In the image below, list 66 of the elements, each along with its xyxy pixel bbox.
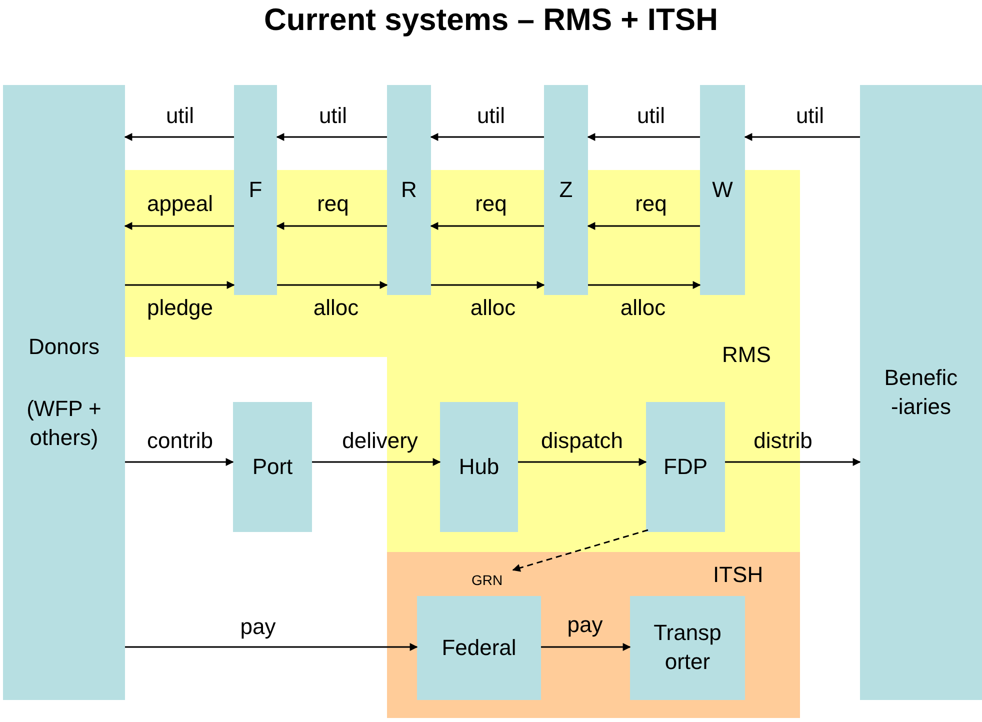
edge-label: alloc: [620, 295, 666, 321]
edge-label: distrib: [754, 428, 812, 454]
location-box: [3, 85, 125, 700]
edge-label: util: [318, 103, 348, 129]
node-label: Benefic -iaries: [883, 364, 959, 420]
node-label: Port: [252, 452, 293, 481]
arrow: [588, 281, 701, 289]
location-box: [234, 85, 277, 295]
edge-label: contrib: [146, 428, 214, 454]
location-box: [233, 402, 312, 532]
arrow: [125, 458, 234, 466]
node-label: Z: [559, 176, 573, 204]
arrow: [430, 133, 544, 141]
location-box: [417, 596, 541, 700]
node-label: Transp orter: [652, 619, 722, 676]
edge-label: util: [476, 103, 506, 129]
node-label: F: [248, 176, 262, 204]
node-label: Federal: [442, 634, 516, 662]
region-label: RMS: [722, 342, 771, 368]
edge-label: req: [475, 191, 507, 217]
node-label: GRN: [471, 572, 503, 588]
arrow: [725, 458, 861, 466]
node-label: R: [401, 176, 417, 204]
edge-label: pledge: [146, 295, 214, 321]
node-label: Donors: [28, 332, 100, 361]
edge-label: alloc: [470, 295, 516, 321]
location-box: [440, 402, 518, 532]
arrow: [541, 643, 631, 651]
arrow: [276, 133, 387, 141]
arrow: [431, 281, 545, 289]
arrow: [430, 222, 544, 230]
arrow: [276, 222, 387, 230]
arrow: [124, 133, 234, 141]
arrow: [277, 281, 388, 289]
arrow: [512, 529, 648, 572]
edge-label: util: [636, 103, 666, 129]
edge-label: pay: [567, 612, 603, 638]
location-box: [387, 85, 431, 295]
edge-label: appeal: [146, 191, 214, 217]
arrow: [125, 643, 418, 651]
arrow: [124, 222, 234, 230]
location-box: [646, 402, 725, 532]
arrow: [587, 133, 700, 141]
edge-label: req: [635, 191, 667, 217]
edge-label: dispatch: [541, 428, 623, 454]
edge-label: pay: [240, 614, 276, 640]
edge-label: req: [317, 191, 349, 217]
node-label: W: [712, 176, 733, 204]
edge-label: util: [796, 103, 824, 129]
arrow: [312, 458, 441, 466]
edge-label: delivery: [342, 428, 418, 454]
location-box: [630, 596, 745, 700]
location-box: [544, 85, 588, 295]
node-label: (WFP + others): [26, 395, 102, 452]
arrow: [125, 281, 235, 289]
arrow: [518, 458, 647, 466]
arrow: [587, 222, 700, 230]
title: Current systems – RMS + ITSH: [263, 2, 719, 38]
location-box: [860, 85, 982, 700]
node-label: Hub: [458, 452, 500, 481]
arrow: [744, 133, 860, 141]
edge-label: alloc: [313, 295, 359, 321]
location-box: [700, 85, 745, 295]
region-label: ITSH: [713, 562, 764, 588]
node-label: FDP: [664, 452, 708, 481]
edge-label: util: [166, 103, 194, 129]
